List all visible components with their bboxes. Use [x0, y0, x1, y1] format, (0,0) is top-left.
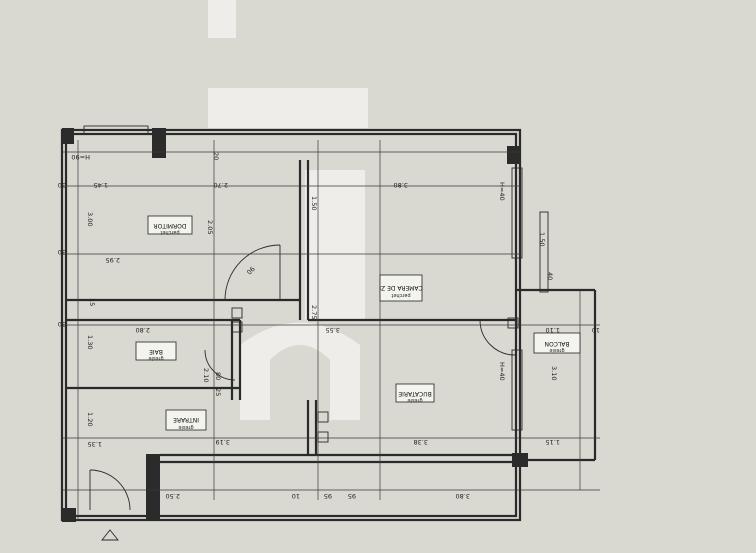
- room-name: BAIE: [149, 348, 163, 355]
- dim-misc-19: H=40: [498, 182, 506, 201]
- dim-outer-1: 30: [58, 248, 66, 256]
- room-label-baie: BAIE gresie: [135, 341, 177, 361]
- room-floor: gresie: [407, 397, 422, 403]
- room-name: BUCATARIE: [398, 390, 432, 397]
- fixtures: [231, 307, 519, 443]
- windows: [83, 125, 549, 431]
- dim-misc-14: 25: [214, 388, 222, 396]
- dim-misc-10: 1.50: [538, 232, 546, 246]
- room-name: BALCON: [545, 340, 570, 347]
- dim-misc-16: 80: [214, 372, 222, 380]
- room-label-balcon: BALCON gresie: [533, 332, 581, 354]
- room-label-bucatarie: BUCATARIE gresie: [395, 383, 435, 403]
- dim-left-1: 2.95: [106, 256, 120, 264]
- internal-walls: [66, 160, 597, 464]
- room-floor: gresie: [148, 355, 163, 361]
- dim-bottom-4: 3.80: [456, 492, 470, 500]
- room-label-intrare: INTRARE gresie: [165, 409, 207, 431]
- dim-misc-17: 90: [245, 265, 257, 277]
- dim-top-2: 3.80: [394, 181, 408, 189]
- dim-misc-5: 3.19: [216, 438, 230, 446]
- dim-left-0: 3.00: [86, 212, 94, 226]
- room-floor: parchet: [160, 229, 179, 235]
- dim-misc-20: H=40: [498, 362, 506, 381]
- dim-misc-3: 1.50: [310, 196, 318, 210]
- dim-misc-11: 40: [546, 272, 554, 280]
- room-name: INTRARE: [173, 416, 199, 423]
- room-label-dormitor: DORMITOR parchet: [147, 215, 193, 235]
- dim-bottom-2: 95: [348, 492, 356, 500]
- dim-misc-13: 20: [212, 152, 220, 160]
- dim-misc-7: 1.10: [546, 326, 560, 334]
- dim-left-2: 1.30: [86, 335, 94, 349]
- dim-misc-12: 15: [88, 298, 96, 306]
- dim-top-0: 1.45: [94, 181, 108, 189]
- dimension-lines: [62, 140, 600, 520]
- room-floor: gresie: [549, 347, 564, 353]
- dim-misc-2: 2.75: [310, 305, 318, 319]
- dim-left-4: 1.35: [88, 440, 102, 448]
- dim-bottom-0: 2.50: [166, 492, 180, 500]
- room-floor: gresie: [178, 424, 193, 430]
- room-name: CAMERA DE ZI: [379, 284, 423, 291]
- dim-misc-6: 3.38: [414, 438, 428, 446]
- room-floor: parchet: [391, 292, 410, 298]
- dim-misc-4: 3.55: [326, 326, 340, 334]
- dim-misc-21: 10: [592, 326, 600, 334]
- dim-misc-18: H=90: [71, 153, 90, 161]
- dim-left-3: 1.20: [86, 412, 94, 426]
- dim-misc-1: 2.80: [136, 326, 150, 334]
- room-label-camera-de-zi: CAMERA DE ZI parchet: [379, 274, 423, 302]
- dim-bottom-1: 95: [324, 492, 332, 500]
- dim-outer-0: 30: [58, 181, 66, 189]
- dim-misc-8: 1.15: [546, 438, 560, 446]
- pillars: [62, 128, 528, 522]
- dim-misc-0: 2.05: [206, 220, 214, 234]
- dim-misc-15: 2.10: [202, 368, 210, 382]
- watermark: [208, 0, 368, 420]
- dim-outer-2: 30: [58, 320, 66, 328]
- dim-bottom-3: 10: [292, 492, 300, 500]
- dim-misc-9: 3.10: [550, 366, 558, 380]
- room-name: DORMITOR: [153, 222, 186, 229]
- dim-top-1: 2.70: [214, 181, 228, 189]
- dimension-labels: 1.45 2.70 3.80 30 30 30 2.50 95 95 10 3.…: [58, 152, 600, 500]
